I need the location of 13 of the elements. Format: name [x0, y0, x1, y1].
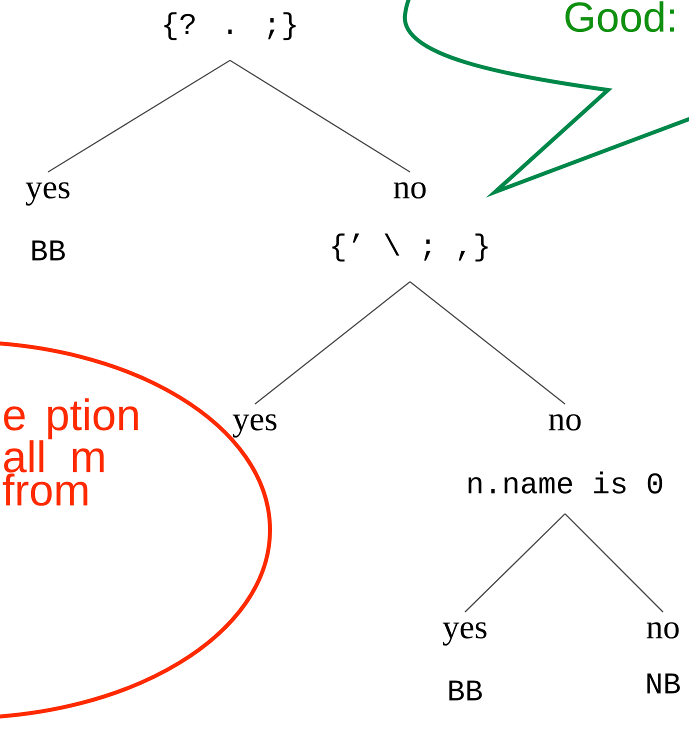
- tree-label: yes BB: [26, 182, 70, 260]
- tree-branch: [230, 60, 410, 173]
- tree-label: no n.name is 0: [468, 414, 662, 494]
- tree-label: no NB: [646, 622, 680, 694]
- tree-label: yes: [232, 414, 276, 438]
- tree-label: yes BB: [442, 622, 486, 700]
- tree-branch: [564, 513, 664, 612]
- tree-label: {? . ;}: [164, 12, 296, 40]
- tree-branch: [410, 281, 566, 405]
- tree-branch: [464, 513, 566, 612]
- tree-branch: [48, 60, 230, 173]
- tree-branch: [254, 281, 410, 405]
- tree-label: no {’ \ ; ,}: [332, 182, 488, 262]
